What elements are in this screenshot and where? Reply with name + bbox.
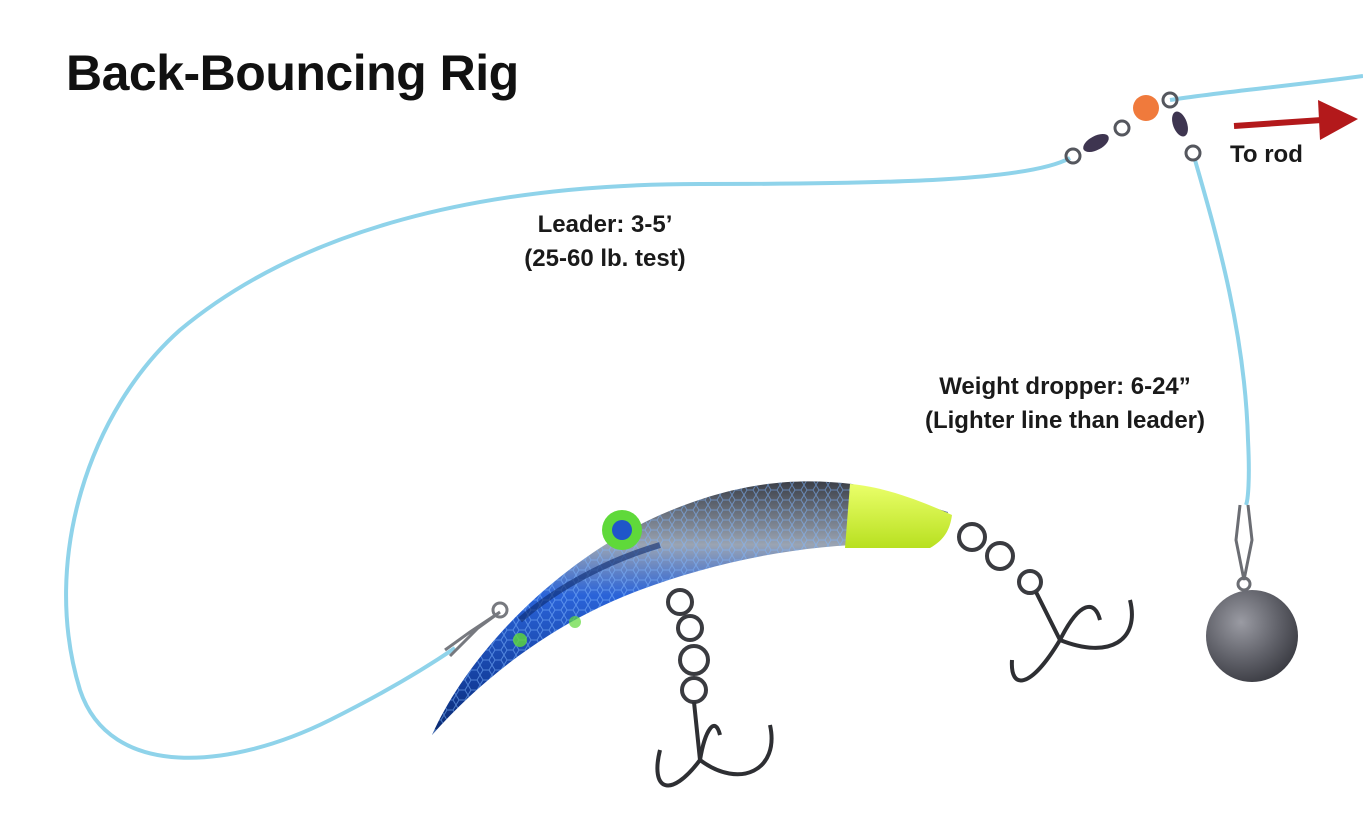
leader-line [64, 156, 1071, 760]
main-line [1169, 74, 1363, 102]
snap-icon [444, 601, 509, 658]
dropper-line [1193, 159, 1251, 506]
dropper-label: Weight dropper: 6-24” (Lighter line than… [880, 370, 1250, 438]
leader-label-line1: Leader: 3-5’ [537, 211, 673, 238]
arrow-right-icon [1233, 100, 1358, 140]
treble-hook-icon [655, 588, 774, 788]
snap-icon [1234, 504, 1254, 592]
lure-icon [432, 481, 952, 735]
swivel-icon [1064, 119, 1131, 165]
sinker-icon [1206, 590, 1298, 682]
leader-label-line2: (25-60 lb. test) [524, 245, 686, 272]
swivel-icon [1161, 91, 1202, 162]
treble-hook-icon [957, 522, 1134, 683]
bead-icon [1133, 95, 1159, 121]
dropper-label-line1: Weight dropper: 6-24” [939, 373, 1191, 400]
leader-label: Leader: 3-5’ (25-60 lb. test) [470, 208, 740, 276]
diagram-title: Back-Bouncing Rig [66, 45, 519, 101]
to-rod-label: To rod [1230, 141, 1303, 168]
dropper-label-line2: (Lighter line than leader) [924, 407, 1206, 434]
